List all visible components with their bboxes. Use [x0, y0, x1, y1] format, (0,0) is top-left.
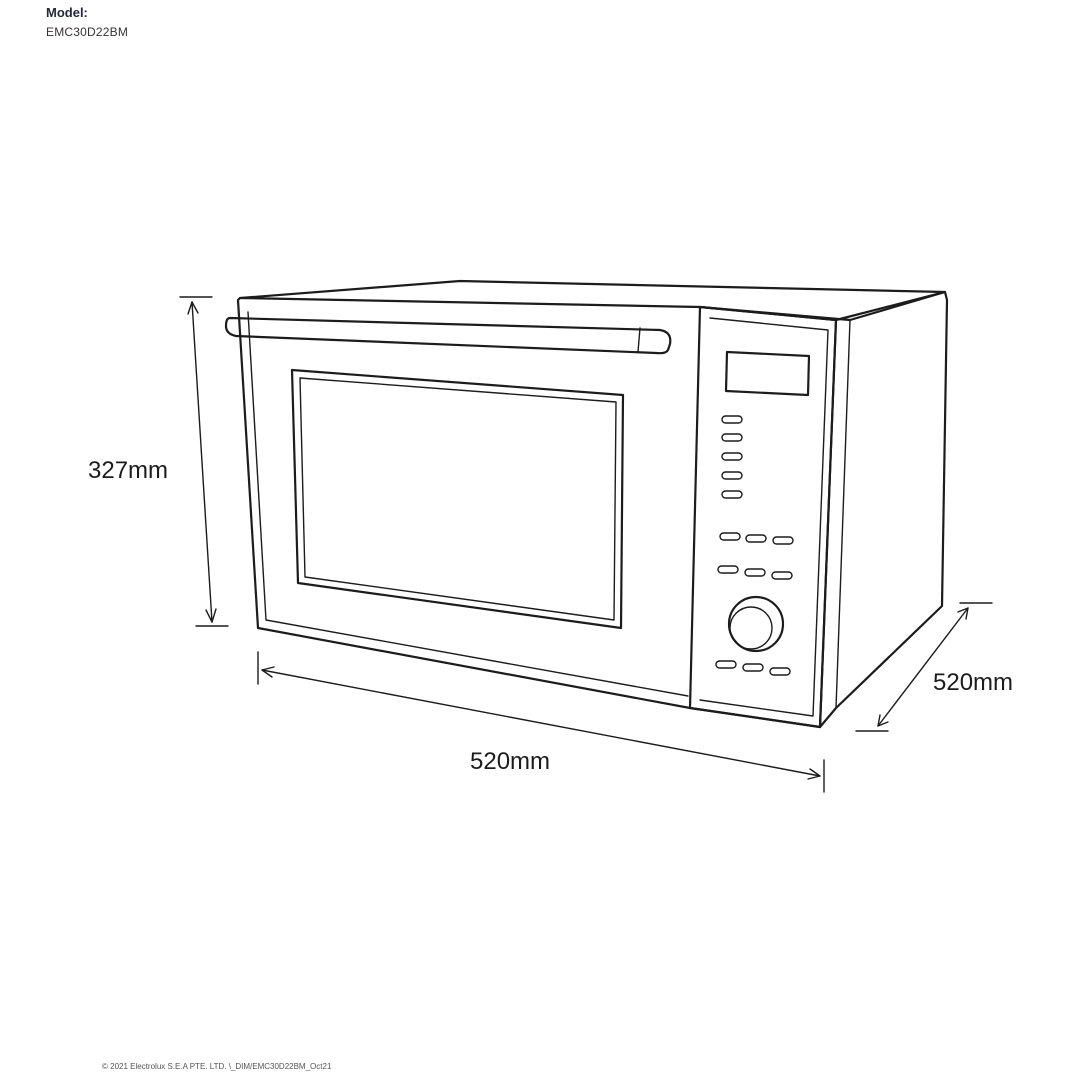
- control-display: [724, 350, 811, 397]
- height-dimension-label: 327mm: [88, 457, 169, 484]
- footer-copyright: © 2021 Electrolux S.E.A PTE. LTD. \_DIM/…: [102, 1062, 332, 1071]
- oven-window: [290, 368, 625, 630]
- oven-body: [236, 279, 949, 729]
- height-dimension-line: [179, 296, 229, 627]
- width-dimension-label: 520mm: [470, 748, 551, 775]
- control-knob: [727, 595, 785, 653]
- depth-dimension-label: 520mm: [933, 669, 1014, 696]
- door-handle: [224, 316, 672, 355]
- control-buttons: [715, 415, 794, 676]
- model-label: Model:: [46, 5, 88, 20]
- width-dimension-line: [257, 651, 825, 793]
- model-code: EMC30D22BM: [46, 25, 129, 39]
- depth-dimension-line: [855, 602, 993, 732]
